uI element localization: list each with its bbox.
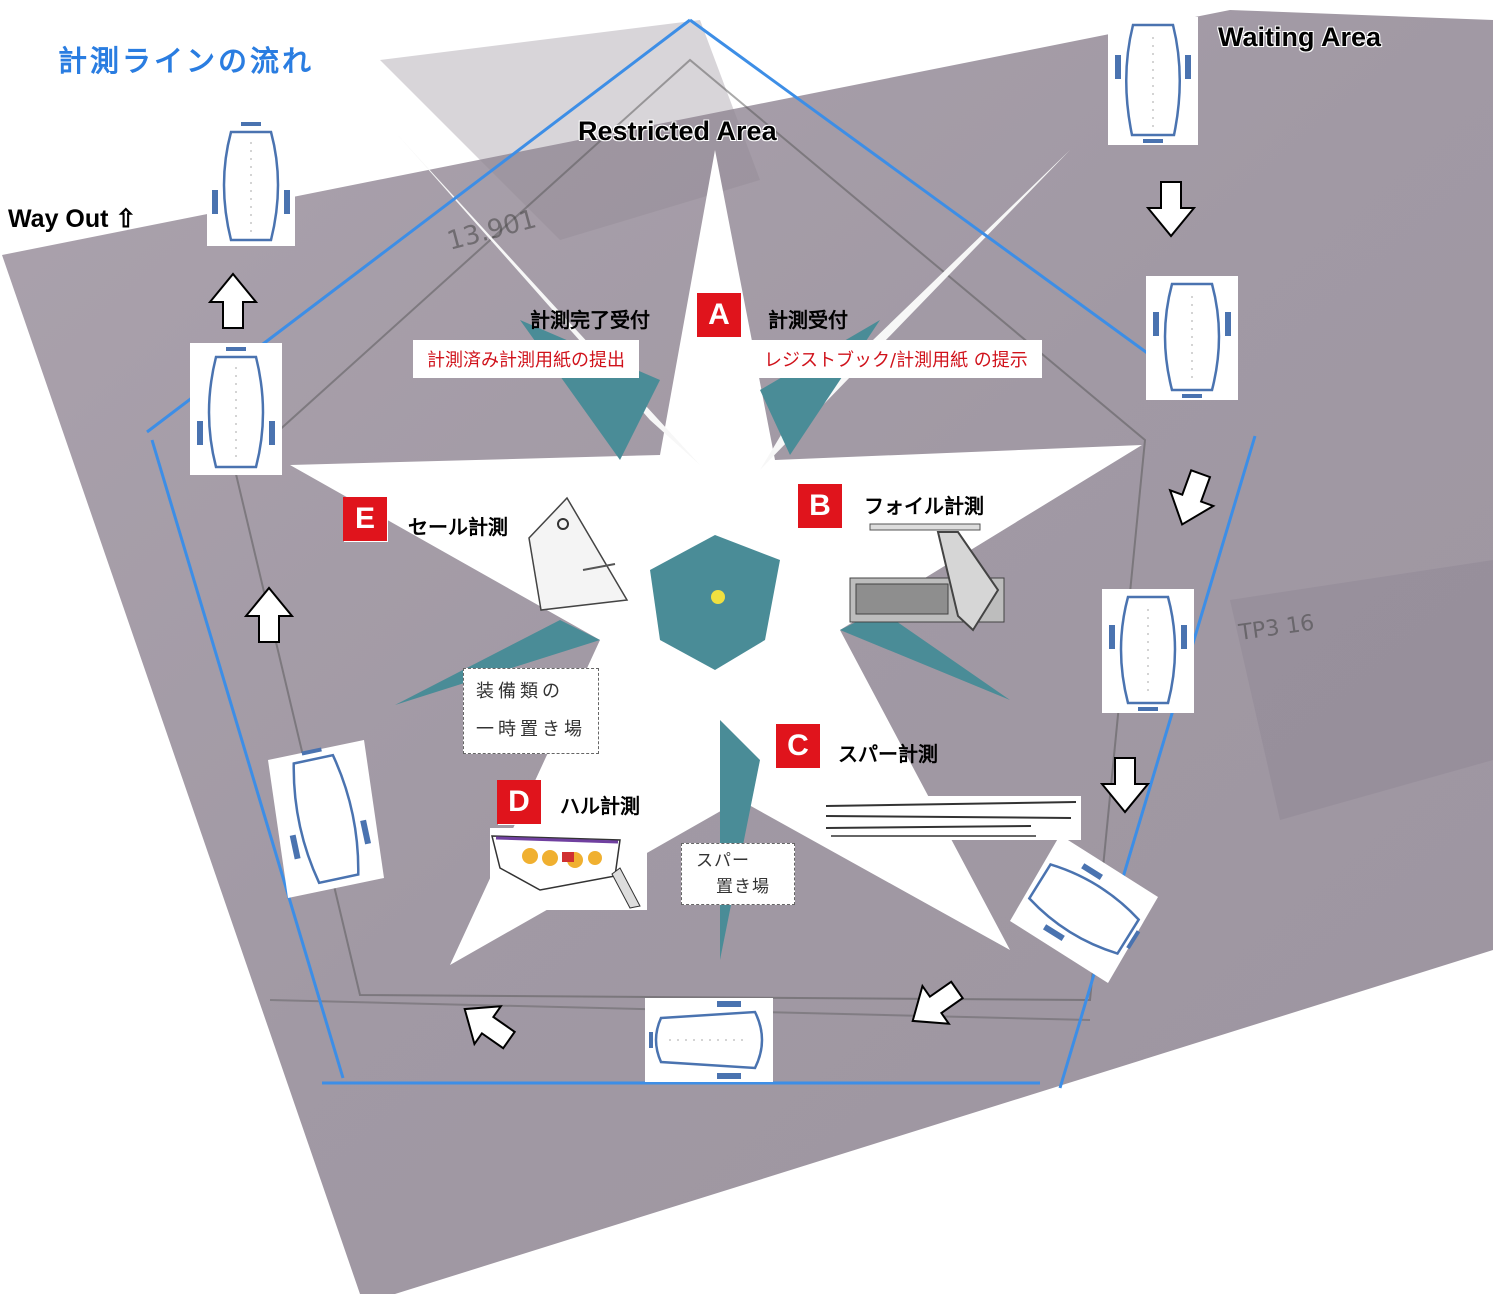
arrow-down-left-icon (1166, 468, 1216, 530)
equipment-storage-note: 装備類の 一時置き場 (463, 668, 599, 754)
station-b-badge: B (798, 484, 842, 528)
sail-illustration (527, 496, 631, 614)
plan-frame (233, 58, 1147, 1002)
station-e-badge: E (343, 497, 387, 541)
station-c-label: スパー計測 (838, 742, 938, 766)
restricted-boundary (146, 18, 1257, 1089)
way-out-label: Way Out ⇧ (8, 205, 137, 233)
hull-illustration (490, 828, 647, 910)
spar-illustration (821, 796, 1081, 840)
boat-left-top (190, 343, 282, 475)
arrow-up-icon-2 (208, 270, 258, 330)
boat-waiting-1 (1108, 17, 1198, 145)
station-a-sub-right: レジストブック/計測用紙 の提示 (750, 340, 1042, 378)
boat-waiting-2 (1146, 276, 1238, 400)
equipment-note-line1: 装備類の (476, 681, 564, 702)
waiting-area-label: Waiting Area (1218, 22, 1382, 52)
station-d-label: ハル計測 (560, 794, 640, 818)
spar-note-line2: 置き場 (716, 877, 770, 897)
arrow-up-left-icon (456, 994, 517, 1054)
equipment-note-line2: 一時置き場 (476, 719, 586, 740)
station-d-badge: D (497, 780, 541, 824)
station-e-label: セール計測 (408, 515, 508, 539)
arrow-left-down-icon (904, 976, 965, 1036)
page-title: 計測ラインの流れ (58, 44, 315, 78)
arrow-down-icon-2 (1100, 756, 1150, 816)
arrow-up-icon (244, 584, 294, 644)
foil-illustration (848, 520, 1006, 632)
station-a-sub-left: 計測済み計測用紙の提出 (413, 340, 639, 378)
station-b-label: フォイル計測 (864, 494, 984, 518)
spar-storage-note: スパー 置き場 (681, 843, 795, 905)
compass-rose (290, 132, 1142, 965)
arrow-down-icon (1146, 180, 1196, 240)
boat-right-1 (1102, 589, 1194, 713)
station-a-badge: A (697, 293, 741, 337)
boat-bottom (645, 998, 773, 1082)
boat-left-bottom-rotated (268, 740, 384, 898)
station-a-label-right: 計測受付 (768, 308, 848, 332)
station-c-badge: C (776, 724, 820, 768)
boat-way-out (207, 118, 295, 246)
station-a-label-left: 計測完了受付 (530, 308, 650, 332)
spar-note-line1: スパー (696, 851, 750, 871)
boat-right-2-rotated (1010, 835, 1158, 983)
restricted-area-label: Restricted Area (578, 116, 777, 146)
